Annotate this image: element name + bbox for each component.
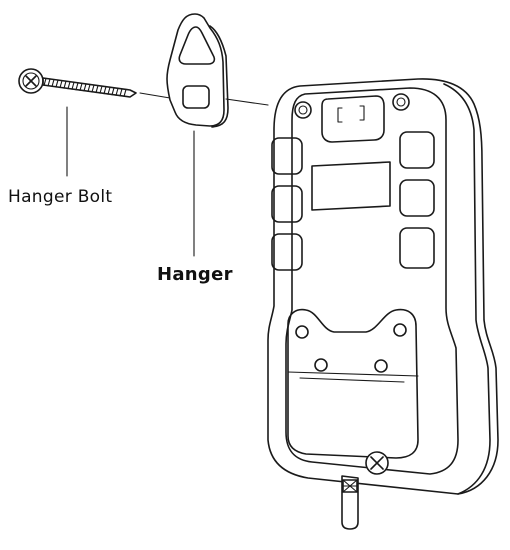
bolt-thread xyxy=(47,78,51,87)
bolt-thread xyxy=(91,84,95,93)
bolt-thread xyxy=(119,88,123,97)
bolt-thread xyxy=(107,86,111,95)
bolt-thread xyxy=(95,85,99,94)
bolt-thread xyxy=(83,83,87,92)
bolt-thread xyxy=(43,77,47,86)
device-back-housing xyxy=(267,78,499,530)
bolt-thread xyxy=(115,87,119,96)
bolt-thread xyxy=(63,80,67,89)
bolt-thread xyxy=(111,87,115,96)
hanger-bracket xyxy=(166,13,229,128)
bolt-thread xyxy=(123,88,127,97)
bolt-thread xyxy=(87,83,91,93)
bolt-thread xyxy=(103,86,107,95)
bolt-thread xyxy=(55,79,59,88)
bolt-thread xyxy=(67,81,71,90)
hanger-bolt-label: Hanger Bolt xyxy=(8,187,113,207)
bolt-thread xyxy=(51,78,55,88)
hanger-label: Hanger xyxy=(157,264,233,285)
bolt-thread xyxy=(71,81,75,90)
hanger-bolt xyxy=(18,68,137,98)
hanger-alignment-line xyxy=(225,98,269,106)
bolt-thread xyxy=(99,85,103,94)
bolt-thread xyxy=(79,82,83,91)
bolt-thread xyxy=(59,80,63,89)
bolt-thread xyxy=(75,82,79,91)
